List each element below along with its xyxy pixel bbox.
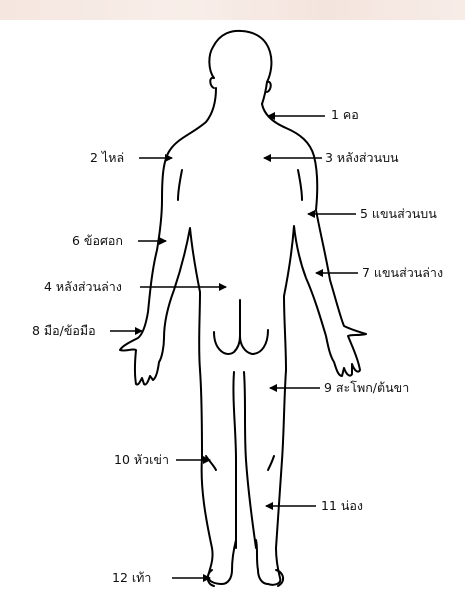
left-knee-line — [206, 456, 216, 470]
label-neck: 1 คอ — [331, 108, 359, 122]
label-elbow: 6 ข้อศอก — [72, 234, 123, 248]
right-knee-line — [268, 456, 274, 470]
label-shoulder: 2 ไหล่ — [90, 151, 124, 165]
ear-left — [210, 78, 214, 88]
label-knee: 10 หัวเข่า — [114, 453, 169, 467]
label-lower-back: 4 หลังส่วนล่าง — [44, 280, 122, 294]
right-shoulder-blade — [298, 170, 302, 200]
left-shoulder-blade — [178, 170, 182, 200]
label-hand-wrist: 8 มือ/ข้อมือ — [32, 324, 96, 338]
label-calf: 11 น่อง — [321, 499, 363, 513]
left-inner-leg — [233, 372, 236, 548]
label-hip-thigh: 9 สะโพก/ต้นขา — [324, 381, 409, 395]
label-upper-back: 3 หลังส่วนบน — [325, 151, 399, 165]
label-lower-arm: 7 แขนส่วนล่าง — [362, 266, 443, 280]
left-trunk-arm — [120, 88, 236, 584]
label-upper-arm: 5 แขนส่วนบน — [360, 207, 437, 221]
head-outline — [209, 31, 271, 104]
label-foot: 12 เท้า — [112, 571, 151, 585]
right-inner-leg — [244, 372, 256, 548]
